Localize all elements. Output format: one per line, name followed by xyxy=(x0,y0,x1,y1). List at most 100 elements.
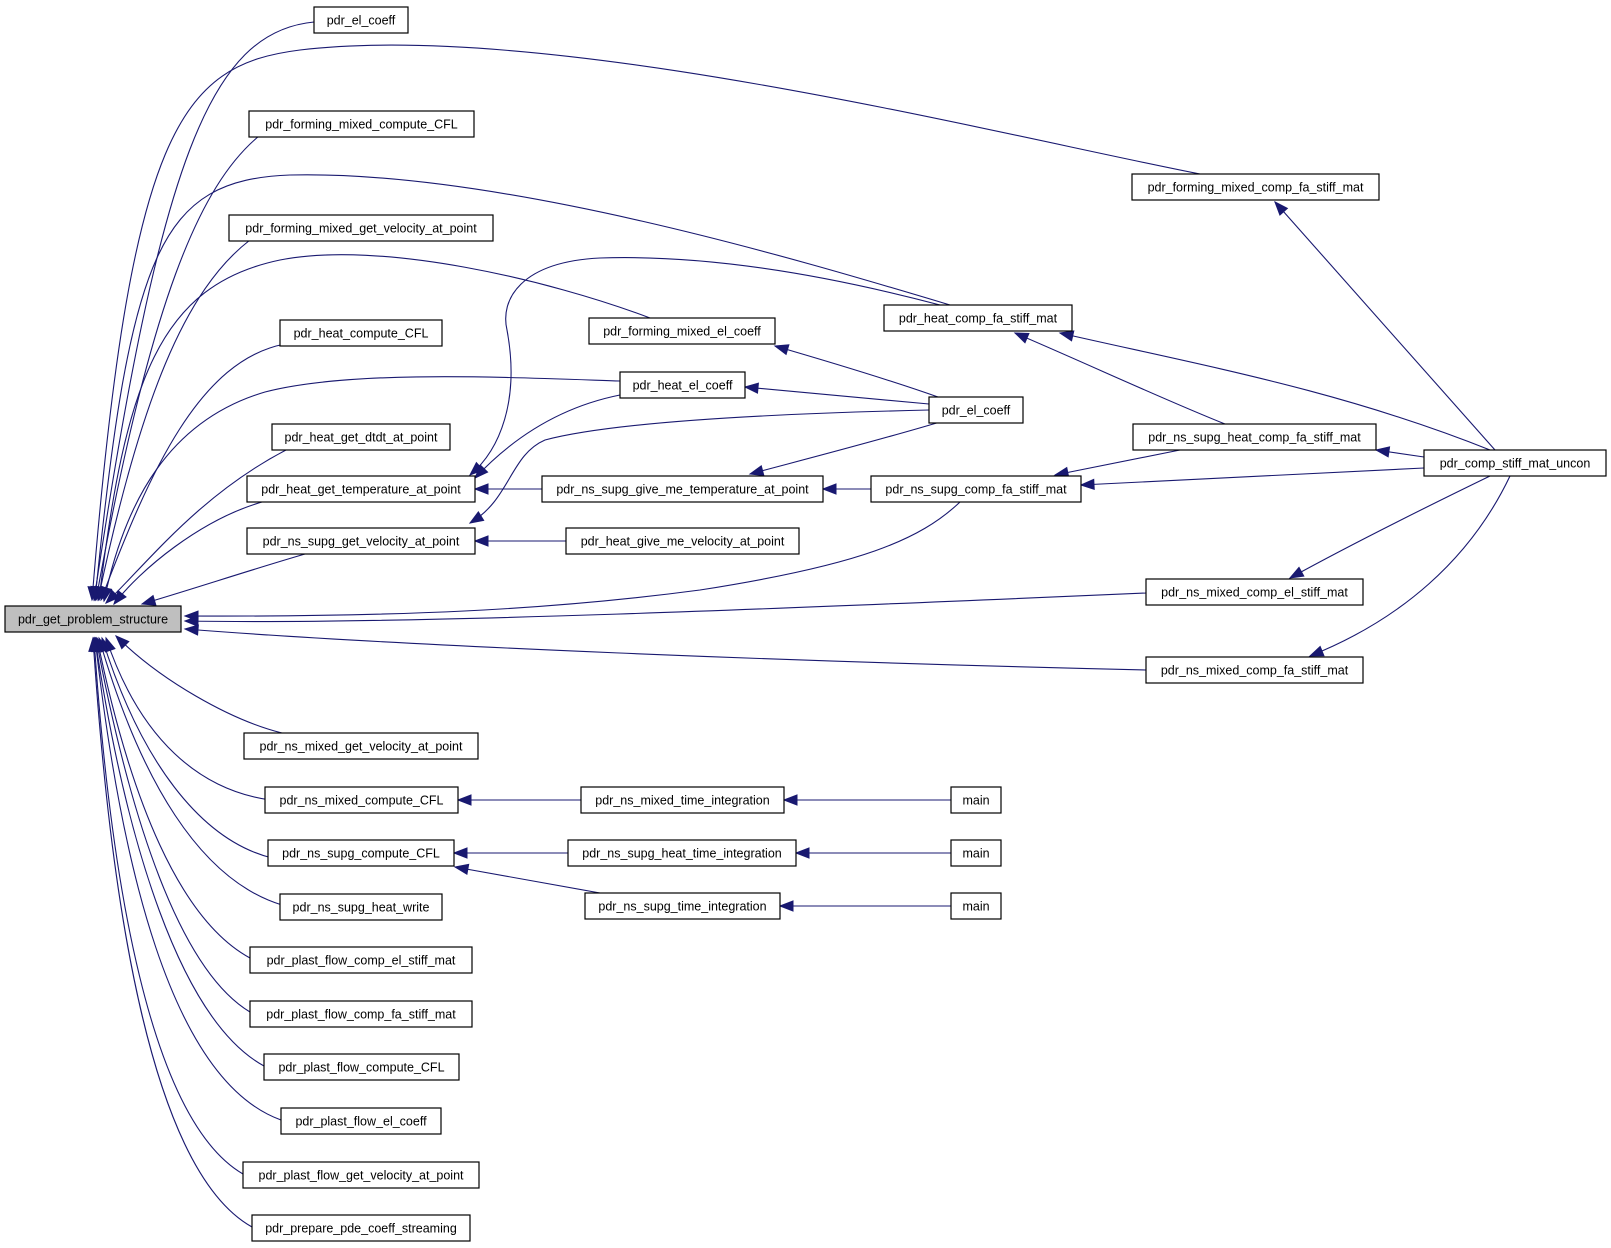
node-box[interactable] xyxy=(1132,423,1377,451)
node-ns_mixed_vel[interactable]: pdr_ns_mixed_get_velocity_at_point xyxy=(243,732,479,760)
node-plast_el_coeff[interactable]: pdr_plast_flow_el_coeff xyxy=(280,1107,442,1135)
edge-main1-to-ns_mixed_time xyxy=(782,794,951,806)
node-box[interactable] xyxy=(279,319,443,347)
node-ns_supg_heat_write[interactable]: pdr_ns_supg_heat_write xyxy=(279,893,443,921)
node-label: pdr_ns_supg_get_velocity_at_point xyxy=(263,535,460,549)
edge-comp_stiff_unc-to-ns_mixed_comp_fa xyxy=(1308,475,1511,657)
edge-main3-to-ns_supg_time xyxy=(778,900,951,912)
node-box[interactable] xyxy=(567,839,797,867)
edge-line xyxy=(469,409,930,524)
node-forming_cfl[interactable]: pdr_forming_mixed_compute_CFL xyxy=(248,110,475,138)
node-box[interactable] xyxy=(246,527,476,555)
node-box[interactable] xyxy=(950,892,1002,920)
node-box[interactable] xyxy=(249,1000,473,1028)
node-box[interactable] xyxy=(313,6,409,34)
node-el_coeff_mid[interactable]: pdr_el_coeff xyxy=(928,396,1024,424)
node-ns_mixed_time[interactable]: pdr_ns_mixed_time_integration xyxy=(580,786,785,814)
node-box[interactable] xyxy=(541,475,824,503)
arrow-head-icon xyxy=(88,636,100,652)
node-box[interactable] xyxy=(251,1214,471,1242)
node-box[interactable] xyxy=(928,396,1024,424)
node-comp_stiff_unc[interactable]: pdr_comp_stiff_mat_uncon xyxy=(1423,449,1607,477)
node-main1[interactable]: main xyxy=(950,786,1002,814)
node-ns_supg_comp_fa[interactable]: pdr_ns_supg_comp_fa_stiff_mat xyxy=(870,475,1082,503)
node-heat_el_coeff[interactable]: pdr_heat_el_coeff xyxy=(619,371,746,399)
node-heat_give_vel[interactable]: pdr_heat_give_me_velocity_at_point xyxy=(565,527,800,555)
node-heat_dtdt[interactable]: pdr_heat_get_dtdt_at_point xyxy=(271,423,451,451)
node-label: pdr_heat_comp_fa_stiff_mat xyxy=(899,312,1058,326)
node-box[interactable] xyxy=(950,786,1002,814)
node-box[interactable] xyxy=(263,1053,460,1081)
node-box[interactable] xyxy=(280,1107,442,1135)
node-forming_comp_fa[interactable]: pdr_forming_mixed_comp_fa_stiff_mat xyxy=(1131,173,1380,201)
node-plast_vel[interactable]: pdr_plast_flow_get_velocity_at_point xyxy=(242,1161,480,1189)
node-box[interactable] xyxy=(584,892,781,920)
node-ns_mixed_cfl[interactable]: pdr_ns_mixed_compute_CFL xyxy=(264,786,459,814)
node-heat_temp[interactable]: pdr_heat_get_temperature_at_point xyxy=(246,475,476,503)
edge-forming_cfl-to-root xyxy=(92,135,260,602)
node-box[interactable] xyxy=(1145,578,1364,606)
edge-ns_mixed_time-to-ns_mixed_cfl xyxy=(456,794,581,806)
edge-line xyxy=(141,553,306,605)
node-box[interactable] xyxy=(243,732,479,760)
node-ns_mixed_comp_el[interactable]: pdr_ns_mixed_comp_el_stiff_mat xyxy=(1145,578,1364,606)
node-box[interactable] xyxy=(1423,449,1607,477)
node-box[interactable] xyxy=(950,839,1002,867)
node-ns_supg_vel[interactable]: pdr_ns_supg_get_velocity_at_point xyxy=(246,527,476,555)
node-box[interactable] xyxy=(249,946,473,974)
node-box[interactable] xyxy=(580,786,785,814)
edge-comp_stiff_unc-to-forming_comp_fa xyxy=(1274,200,1496,451)
edge-line xyxy=(94,637,265,1067)
node-main3[interactable]: main xyxy=(950,892,1002,920)
node-label: pdr_ns_supg_heat_time_integration xyxy=(582,847,781,861)
node-label: pdr_ns_supg_heat_write xyxy=(293,901,430,915)
node-box[interactable] xyxy=(565,527,800,555)
node-heat_comp_fa[interactable]: pdr_heat_comp_fa_stiff_mat xyxy=(883,304,1073,332)
node-plast_fa_stiff[interactable]: pdr_plast_flow_comp_fa_stiff_mat xyxy=(249,1000,473,1028)
node-box[interactable] xyxy=(242,1161,480,1189)
node-forming_vel[interactable]: pdr_forming_mixed_get_velocity_at_point xyxy=(228,214,494,242)
node-label: pdr_forming_mixed_compute_CFL xyxy=(265,118,458,132)
node-heat_cfl[interactable]: pdr_heat_compute_CFL xyxy=(279,319,443,347)
node-box[interactable] xyxy=(246,475,476,503)
node-ns_supg_give_temp[interactable]: pdr_ns_supg_give_me_temperature_at_point xyxy=(541,475,824,503)
node-box[interactable] xyxy=(228,214,494,242)
node-ns_supg_time[interactable]: pdr_ns_supg_time_integration xyxy=(584,892,781,920)
node-label: pdr_heat_get_dtdt_at_point xyxy=(285,431,438,445)
node-box[interactable] xyxy=(267,839,455,867)
arrow-head-icon xyxy=(115,635,130,650)
edge-line xyxy=(105,637,271,801)
node-box[interactable] xyxy=(1131,173,1380,201)
node-root[interactable]: pdr_get_problem_structure xyxy=(4,605,182,633)
node-box[interactable] xyxy=(264,786,459,814)
node-main2[interactable]: main xyxy=(950,839,1002,867)
node-box[interactable] xyxy=(588,317,776,345)
node-forming_el_coeff[interactable]: pdr_forming_mixed_el_coeff xyxy=(588,317,776,345)
node-ns_mixed_comp_fa[interactable]: pdr_ns_mixed_comp_fa_stiff_mat xyxy=(1145,656,1364,684)
edge-heat_dtdt-to-root xyxy=(105,449,287,604)
node-plast_cfl[interactable]: pdr_plast_flow_compute_CFL xyxy=(263,1053,460,1081)
node-prepare_pde[interactable]: pdr_prepare_pde_coeff_streaming xyxy=(251,1214,471,1242)
node-box[interactable] xyxy=(870,475,1082,503)
node-el_coeff_top[interactable]: pdr_el_coeff xyxy=(313,6,409,34)
edge-line xyxy=(115,635,283,734)
node-box[interactable] xyxy=(271,423,451,451)
edge-line xyxy=(92,637,253,1228)
node-box[interactable] xyxy=(619,371,746,399)
node-label: pdr_plast_flow_comp_el_stiff_mat xyxy=(267,954,456,968)
node-box[interactable] xyxy=(883,304,1073,332)
node-box[interactable] xyxy=(279,893,443,921)
edge-ns_mixed_vel-to-root xyxy=(115,635,283,734)
node-ns_supg_heat_comp_fa[interactable]: pdr_ns_supg_heat_comp_fa_stiff_mat xyxy=(1132,423,1377,451)
node-ns_supg_heat_time[interactable]: pdr_ns_supg_heat_time_integration xyxy=(567,839,797,867)
arrow-head-icon xyxy=(782,794,798,806)
node-box[interactable] xyxy=(248,110,475,138)
node-label: pdr_ns_mixed_compute_CFL xyxy=(280,794,444,808)
node-plast_el_stiff[interactable]: pdr_plast_flow_comp_el_stiff_mat xyxy=(249,946,473,974)
edge-line xyxy=(749,421,941,475)
node-label: pdr_ns_supg_give_me_temperature_at_point xyxy=(556,483,809,497)
node-label: main xyxy=(962,900,989,914)
node-ns_supg_cfl[interactable]: pdr_ns_supg_compute_CFL xyxy=(267,839,455,867)
node-box[interactable] xyxy=(1145,656,1364,684)
node-box[interactable] xyxy=(4,605,182,633)
